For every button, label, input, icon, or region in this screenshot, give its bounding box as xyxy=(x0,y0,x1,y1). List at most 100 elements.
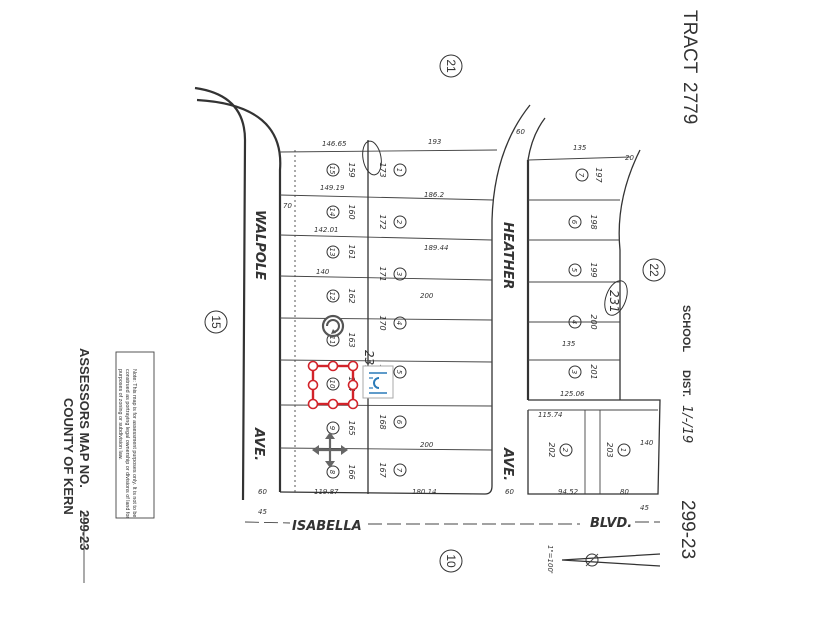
dim-60c: 60 xyxy=(505,488,514,496)
east-5-apn: 199 xyxy=(589,262,598,277)
tract-label: TRACT xyxy=(679,10,700,74)
west-b-6-lot-circle xyxy=(393,415,407,429)
dim-149: 149.19 xyxy=(320,184,345,192)
west-block-lots xyxy=(279,140,498,494)
west-col-b: 1173217231714170516961687167 xyxy=(378,162,407,479)
resize-handle-w[interactable] xyxy=(307,379,319,391)
neighbor-south: 10 xyxy=(444,554,458,568)
assessor-number: 299-23 xyxy=(77,510,92,550)
dim-186: 186.2 xyxy=(424,191,445,199)
dim-119: 119.87 xyxy=(314,488,339,496)
dim-115: 115.74 xyxy=(538,411,563,419)
scale-label: 1"=100' xyxy=(546,545,554,574)
dim-180: 180.14 xyxy=(412,488,437,496)
east-1-lot-number: 1 xyxy=(619,448,627,452)
east-3-lot-circle xyxy=(568,365,582,379)
east-3-apn: 201 xyxy=(589,364,598,379)
note-box xyxy=(115,351,155,519)
dim-45a: 45 xyxy=(258,508,267,516)
west-col-a: 15159141601316112162111631016491658166 xyxy=(326,162,356,480)
west-a-15-apn: 159 xyxy=(347,162,356,177)
resize-handle-se[interactable] xyxy=(347,398,359,410)
east-4-lot-number: 4 xyxy=(570,320,578,324)
dim-45b: 45 xyxy=(640,504,649,512)
neighbor-north: 21 xyxy=(444,59,458,73)
east-1-apn: 203 xyxy=(605,442,614,457)
west-b-7-apn: 167 xyxy=(378,462,387,478)
street-isabella: ISABELLA xyxy=(292,519,362,534)
west-a-15-lot-circle xyxy=(326,163,340,177)
west-a-9-lot-number: 9 xyxy=(328,426,336,431)
east-2-lot-circle xyxy=(559,443,573,457)
resize-handle-ne[interactable] xyxy=(347,360,359,372)
dim-200b: 200 xyxy=(420,441,434,449)
west-a-8-lot-circle xyxy=(326,465,340,479)
west-a-10-lot-number: 10 xyxy=(328,380,336,389)
west-a-13-apn: 161 xyxy=(347,244,356,259)
dim-189: 189.44 xyxy=(424,244,449,252)
resize-handle-sw[interactable] xyxy=(307,398,319,410)
dim-60b: 60 xyxy=(258,488,267,496)
dim-140b: 140 xyxy=(640,439,654,447)
west-b-5-lot-circle xyxy=(393,365,407,379)
block-east: 231 xyxy=(607,290,621,313)
resize-handle-nw[interactable] xyxy=(307,360,319,372)
district-label: DIST. xyxy=(680,370,692,397)
tract-number: 2779 xyxy=(679,82,700,124)
selection-frame[interactable] xyxy=(307,360,359,410)
resize-handle-e[interactable] xyxy=(347,379,359,391)
rotate-icon[interactable] xyxy=(321,314,345,338)
west-a-8-apn: 166 xyxy=(347,464,356,479)
assessor-line1: ASSESSORS MAP NO. xyxy=(77,348,92,488)
resize-handle-s[interactable] xyxy=(327,398,339,410)
west-a-12-lot-circle xyxy=(326,289,340,303)
west-b-6-apn: 168 xyxy=(378,414,387,429)
dim-142: 142.01 xyxy=(314,226,339,234)
dim-135a: 135 xyxy=(573,144,587,152)
neighbor-map-circles xyxy=(204,54,666,573)
east-3-lot-number: 3 xyxy=(570,370,578,374)
dimension-labels: 146.65 193 149.19 186.2 142.01 189.44 14… xyxy=(258,128,654,516)
west-b-1-apn: 173 xyxy=(378,162,387,177)
west-b-7-lot-circle xyxy=(393,463,407,477)
district-value: 1/-/19 xyxy=(679,405,694,443)
west-b-4-lot-circle xyxy=(393,316,407,330)
west-a-14-lot-number: 14 xyxy=(328,208,336,217)
east-6-lot-circle xyxy=(568,215,582,229)
dim-193: 193 xyxy=(428,138,441,146)
west-a-9-apn: 165 xyxy=(347,420,356,435)
west-b-3-lot-circle xyxy=(393,267,407,281)
east-4-lot-circle xyxy=(568,315,582,329)
east-1-lot-circle xyxy=(617,443,631,457)
west-a-8-lot-number: 8 xyxy=(328,470,336,475)
resize-handle-n[interactable] xyxy=(327,360,339,372)
west-b-7-lot-number: 7 xyxy=(395,468,403,473)
east-7-lot-number: 7 xyxy=(577,173,585,178)
west-b-6-lot-number: 6 xyxy=(395,420,403,425)
west-b-1-lot-number: 1 xyxy=(395,168,403,172)
block-oval-east xyxy=(604,280,628,316)
street-walpole-ave: AVE. xyxy=(251,427,266,461)
dim-80: 80 xyxy=(620,488,629,496)
west-b-2-lot-number: 2 xyxy=(395,220,403,225)
west-a-11-lot-number: 11 xyxy=(328,336,336,345)
west-a-15-lot-number: 15 xyxy=(328,166,336,175)
north-arrow xyxy=(561,553,661,567)
dim-94: 94.52 xyxy=(558,488,579,496)
west-b-1-lot-circle xyxy=(393,163,407,177)
west-b-3-apn: 171 xyxy=(378,266,387,281)
dim-200a: 200 xyxy=(420,292,434,300)
east-4-apn: 200 xyxy=(589,314,598,329)
school-label: SCHOOL xyxy=(680,305,692,352)
dim-125: 125.06 xyxy=(560,390,585,398)
east-6-apn: 198 xyxy=(589,214,598,229)
west-b-4-lot-number: 4 xyxy=(395,321,403,325)
move-arrows-icon[interactable] xyxy=(312,432,348,468)
isabella-blvd-lines xyxy=(244,521,660,525)
text-wrap-icon[interactable] xyxy=(362,365,394,399)
neighbor-east: 22 xyxy=(647,263,661,277)
dim-146: 146.65 xyxy=(322,140,347,148)
east-block-lots xyxy=(527,156,658,494)
dim-70: 70 xyxy=(283,202,292,210)
